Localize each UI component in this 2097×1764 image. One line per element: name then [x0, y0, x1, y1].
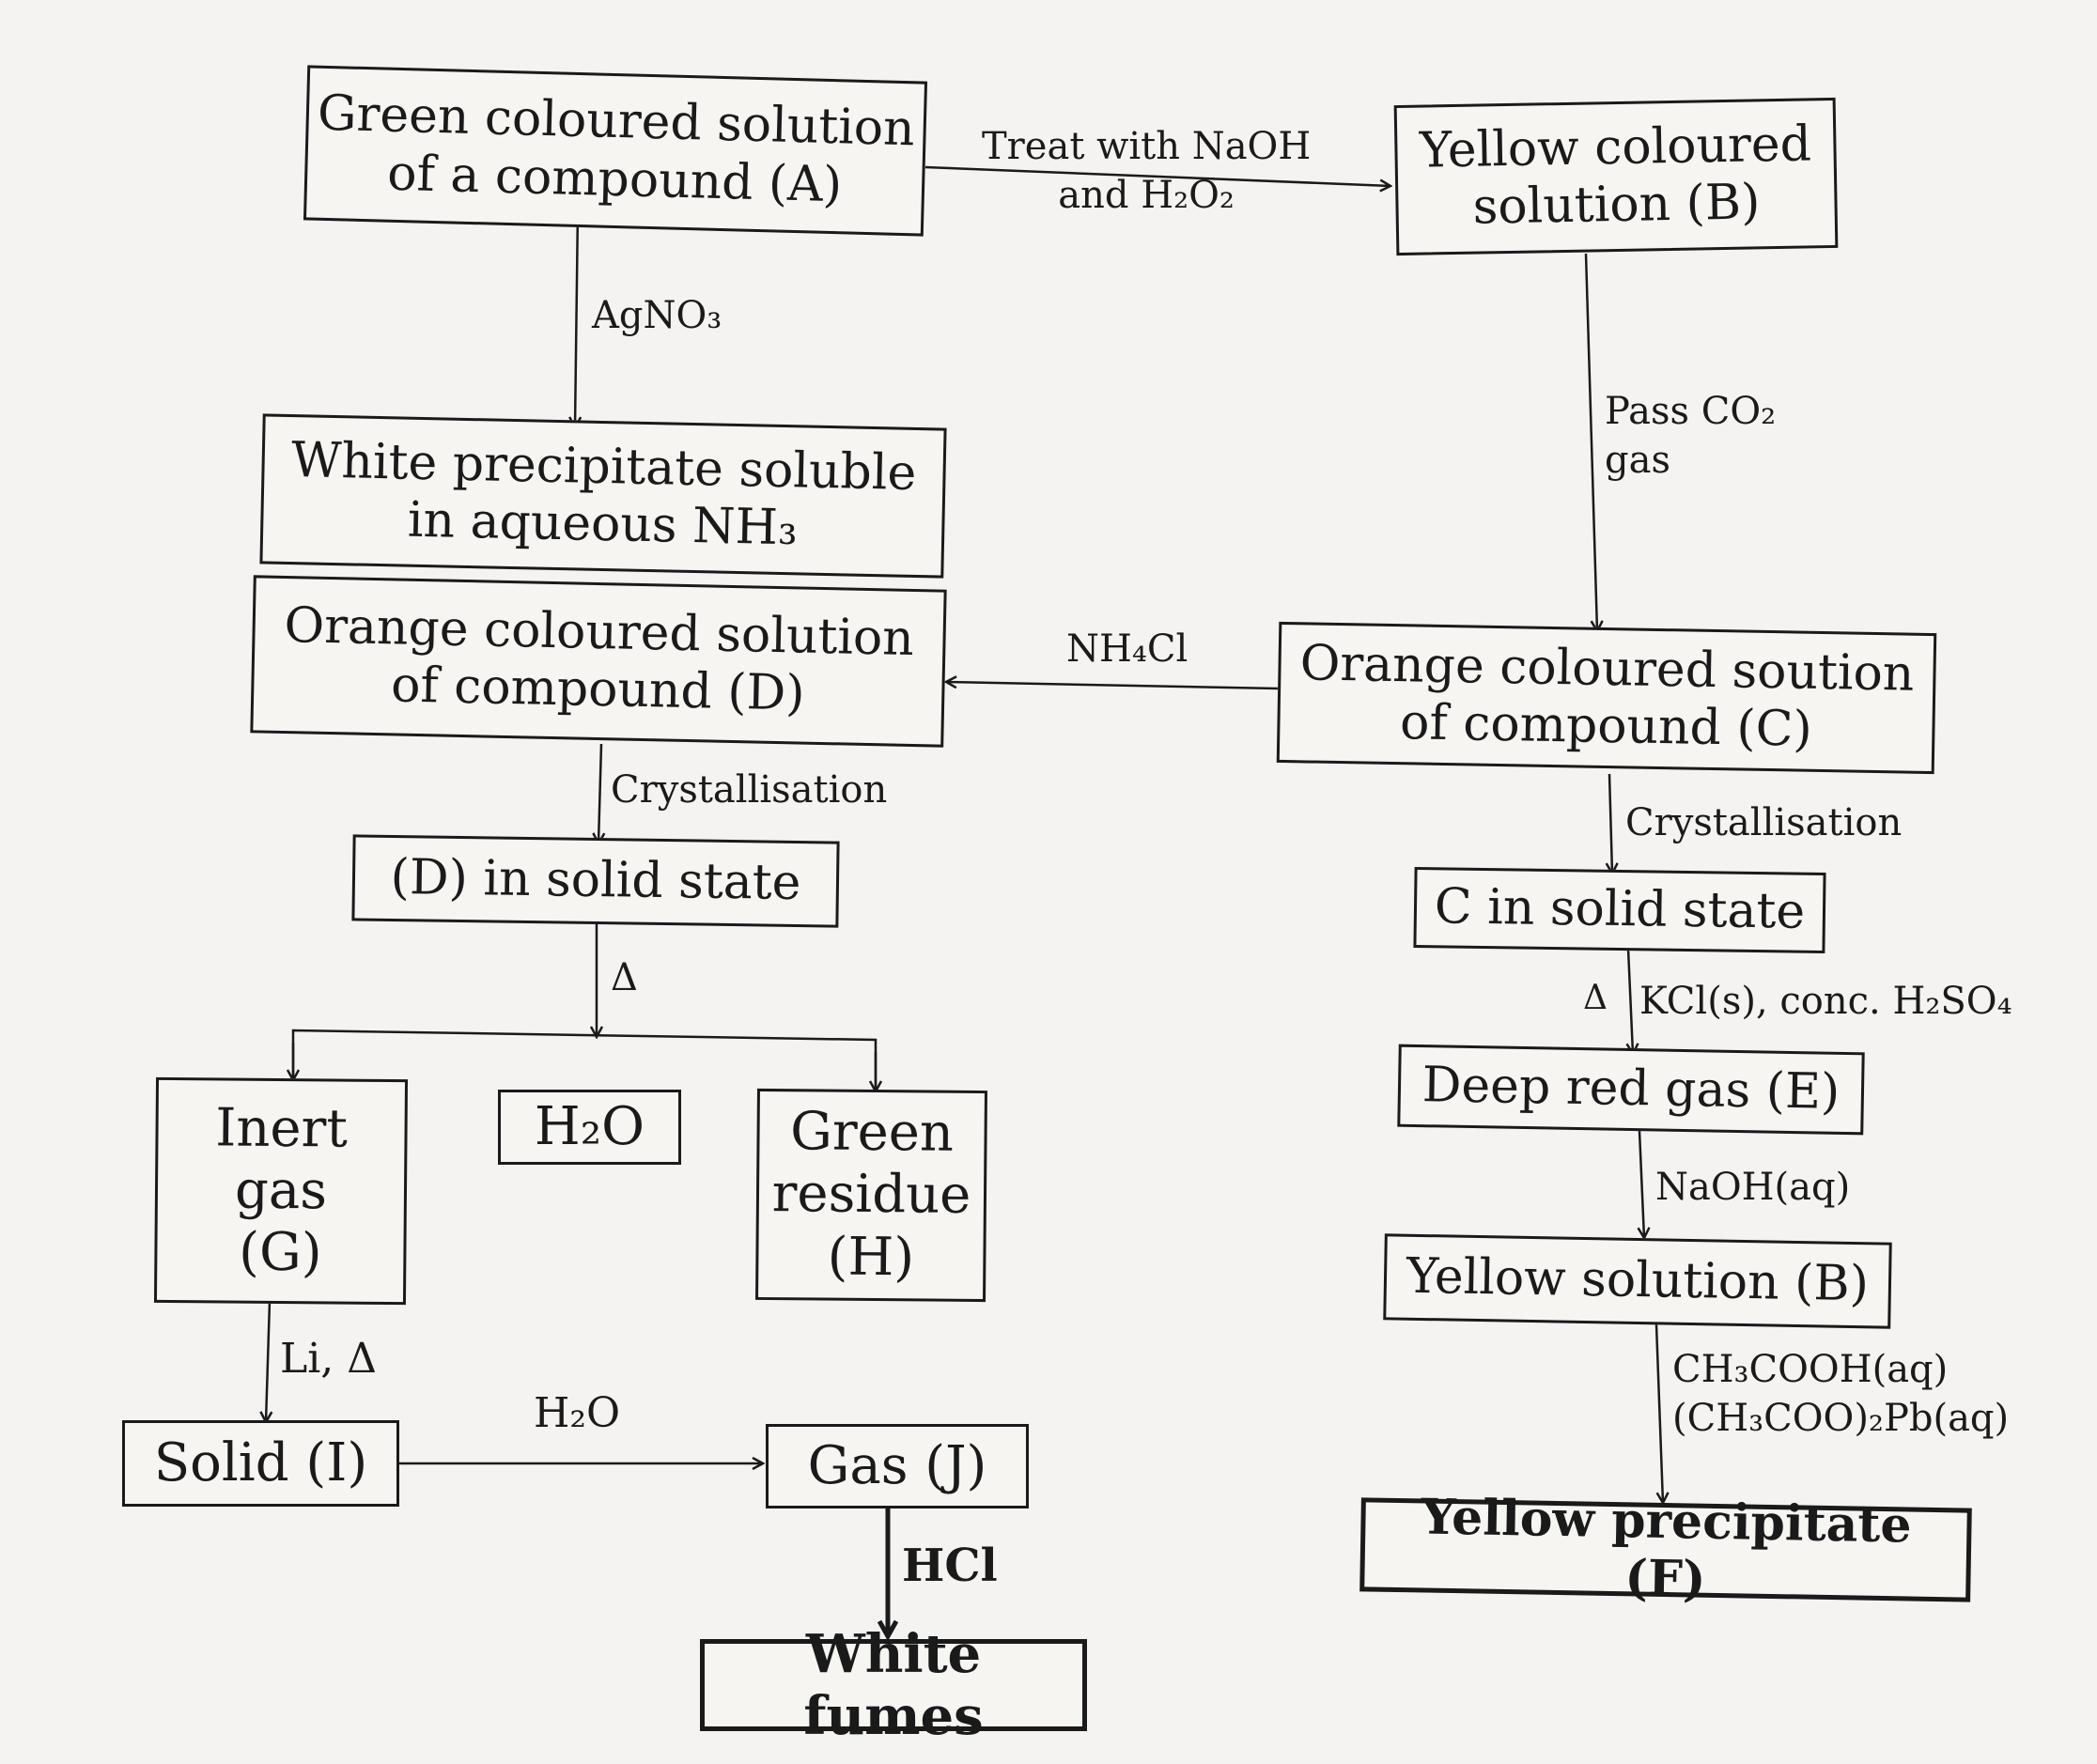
box-deep-red-gas-e: Deep red gas (E): [1397, 1044, 1865, 1136]
arrow-a-to-white-ppt: [575, 208, 578, 427]
label-pass-co2: Pass CO₂ gas: [1605, 390, 1777, 482]
label-acetic-lead: CH₃COOH(aq) (CH₃COO)₂Pb(aq): [1672, 1348, 2010, 1440]
label-li-heat: Li, Δ: [280, 1335, 378, 1383]
arrow-b-to-c: [1584, 253, 1597, 631]
box-yellow-solution-b2: Yellow solution (B): [1383, 1233, 1892, 1329]
label-agno3: AgNO₃: [592, 294, 722, 337]
arrow-c-solid-to-e: [1628, 948, 1633, 1054]
box-water: H₂O: [498, 1090, 681, 1165]
label-nh4cl: NH₄Cl: [1066, 627, 1188, 671]
label-heat-c: Δ: [1583, 979, 1608, 1017]
label-kcl-h2so4: KCl(s), conc. H₂SO₄: [1639, 980, 2012, 1023]
arrow-c-to-c-solid: [1609, 773, 1612, 874]
box-solid-i: Solid (I): [122, 1420, 399, 1507]
arrow-e-to-b2: [1639, 1130, 1644, 1238]
label-naoh-h2o2: Treat with NaOH and H₂O₂: [982, 125, 1312, 217]
arrow-a-to-b: [924, 165, 1390, 186]
label-hcl: HCl: [902, 1540, 998, 1592]
label-crystallisation-c: Crystallisation: [1625, 801, 1903, 844]
arrow-c-to-d: [946, 682, 1279, 690]
box-yellow-precipitate-f: Yellow precipitate (F): [1359, 1488, 1972, 1608]
box-c-solid-state: C in solid state: [1413, 866, 1826, 954]
arrow-d-to-d-solid: [598, 743, 601, 843]
label-naoh-aq: NaOH(aq): [1655, 1166, 1851, 1209]
box-d-solid-state: (D) in solid state: [351, 834, 840, 928]
label-crystallisation-d: Crystallisation: [611, 768, 888, 812]
label-heat-d: Δ: [611, 956, 638, 999]
box-gas-j: Gas (J): [766, 1424, 1029, 1509]
box-white-fumes: White fumes: [700, 1623, 1087, 1747]
label-h2o-arrow: H₂O: [534, 1389, 621, 1437]
arrow-g-to-i: [266, 1300, 270, 1422]
arrow-b2-to-f: [1654, 1323, 1663, 1503]
